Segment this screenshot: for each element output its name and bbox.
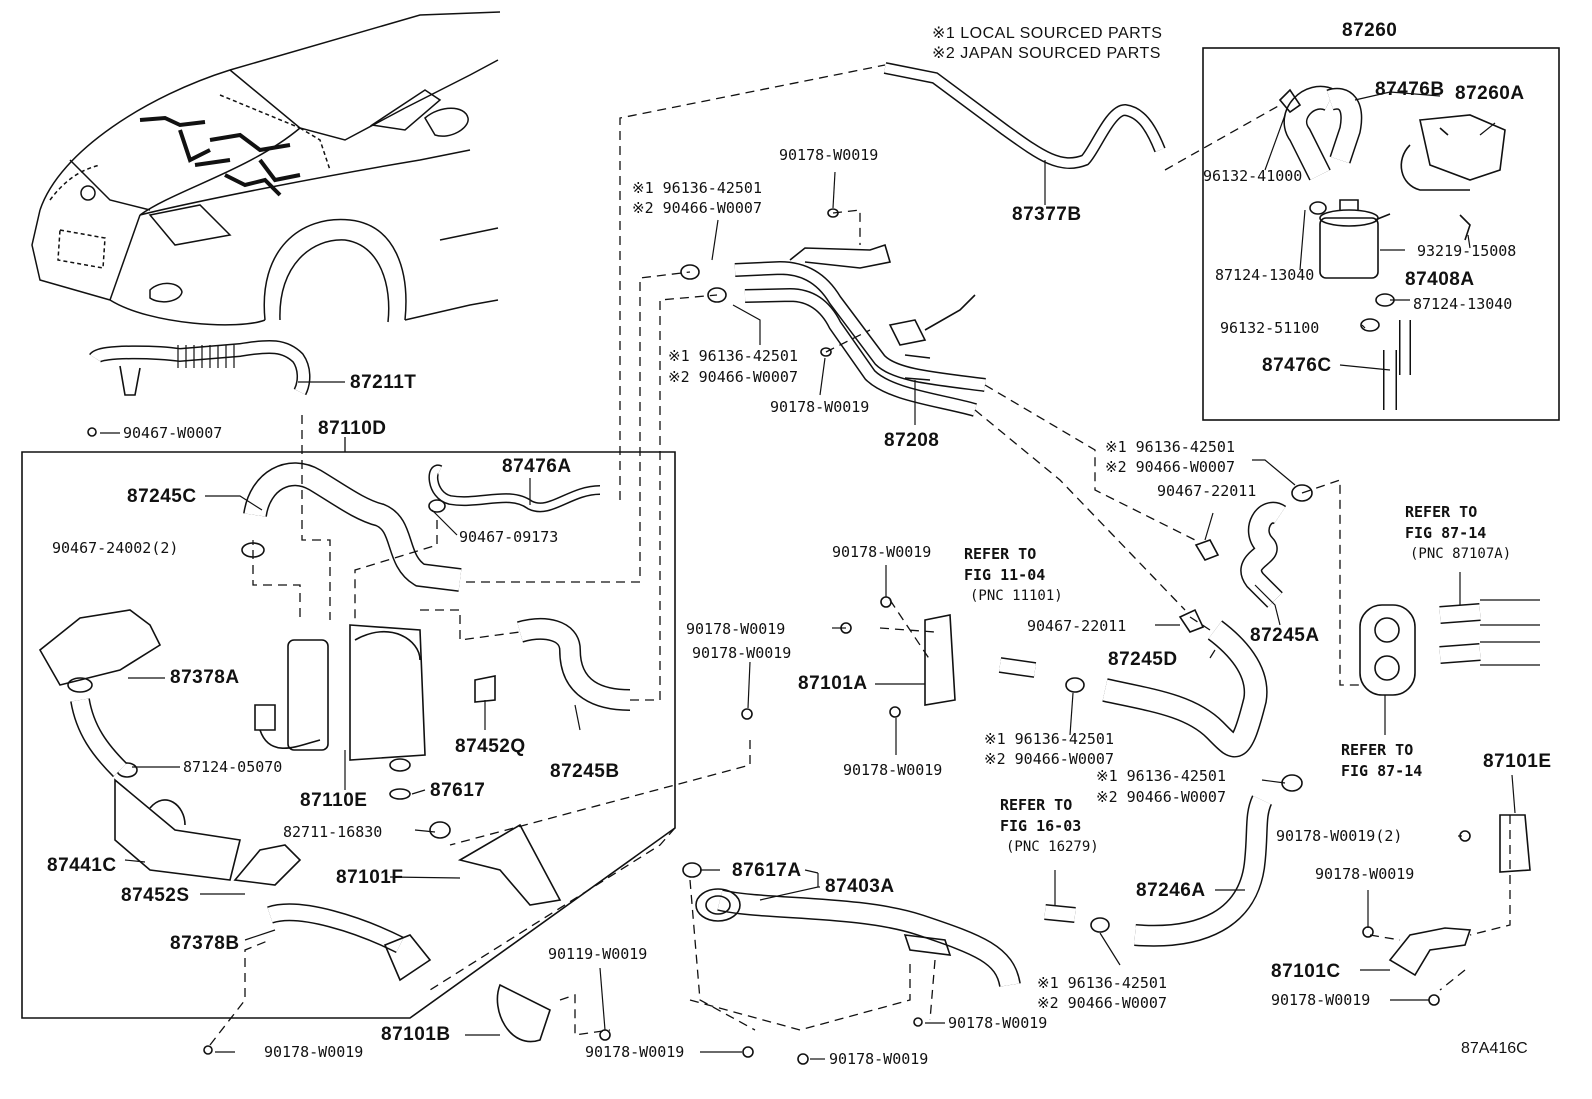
parts-87260	[1278, 85, 1506, 410]
refer-fig-87-14-a-line1: REFER TO	[1405, 503, 1478, 521]
refer-fig-16-03-line3: (PNC 16279)	[1006, 839, 1099, 855]
label-87101F: 87101F	[336, 867, 404, 888]
label-90466-W0007-d: ※2 90466-W0007	[984, 750, 1114, 768]
dashed-connectors	[209, 64, 1511, 1046]
label-96136-42501-b: ※1 96136-42501	[668, 347, 798, 365]
label-87452Q: 87452Q	[455, 736, 526, 757]
label-90466-W0007-b: ※2 90466-W0007	[668, 368, 798, 386]
leader-lines	[100, 91, 1516, 1060]
hose-87377B	[883, 62, 1166, 170]
label-87476A: 87476A	[502, 456, 572, 477]
label-87211T: 87211T	[350, 372, 417, 393]
label-90178-W0019-b: 90178-W0019	[770, 398, 870, 416]
label-96136-42501-c: ※1 96136-42501	[1105, 438, 1235, 456]
label-90178-W0019-g: 90178-W0019	[1315, 865, 1415, 883]
frame-87110D	[21, 451, 676, 1019]
label-87124-13040-upper: 87124-13040	[1215, 266, 1315, 284]
label-82711-16830: 82711-16830	[283, 823, 383, 841]
label-90178-W0019-i: 90178-W0019	[948, 1014, 1048, 1032]
label-87476C: 87476C	[1262, 355, 1332, 376]
refer-fig-87-14-a-line2: FIG 87-14	[1405, 524, 1487, 542]
label-87124-13040-lower: 87124-13040	[1413, 295, 1513, 313]
label-87452S: 87452S	[121, 885, 190, 906]
refer-fig-11-04-line1: REFER TO	[964, 545, 1037, 563]
label-87245C: 87245C	[127, 486, 197, 507]
label-90178-W0019-c: 90178-W0019	[832, 543, 932, 561]
label-87110D: 87110D	[318, 418, 387, 439]
label-93219-15008: 93219-15008	[1417, 242, 1517, 260]
label-90467-09173: 90467-09173	[459, 528, 559, 546]
label-96132-41000: 96132-41000	[1203, 167, 1303, 185]
label-90466-W0007-e: ※2 90466-W0007	[1096, 788, 1226, 806]
label-87260A: 87260A	[1455, 83, 1525, 104]
label-90178-W0019-k: 90178-W0019	[585, 1043, 685, 1061]
label-90178-W0019-f: 90178-W0019	[843, 761, 943, 779]
label-87617A: 87617A	[732, 860, 802, 881]
label-90178-W0019-h: 90178-W0019	[1271, 991, 1371, 1009]
frame-87260	[1202, 47, 1560, 421]
figure-code: 87A416C	[1461, 1040, 1528, 1057]
label-87260: 87260	[1342, 20, 1398, 41]
label-90466-W0007-c: ※2 90466-W0007	[1105, 458, 1235, 476]
label-87110E: 87110E	[300, 790, 368, 811]
label-87101C: 87101C	[1271, 961, 1341, 982]
hoses-87110D	[38, 462, 631, 982]
label-90467-W0007: 90467-W0007	[123, 424, 223, 442]
label-96136-42501-f: ※1 96136-42501	[1037, 974, 1167, 992]
label-90178-W0019-e: 90178-W0019	[692, 644, 792, 662]
label-90178-W0019-2: 90178-W0019(2)	[1276, 827, 1403, 845]
label-90178-W0019-j: 90178-W0019	[264, 1043, 364, 1061]
label-87208: 87208	[884, 430, 940, 451]
label-87378B: 87378B	[170, 933, 240, 954]
label-87245D: 87245D	[1108, 649, 1178, 670]
refer-fig-16-03-line1: REFER TO	[1000, 796, 1073, 814]
clamps	[116, 208, 1313, 933]
label-87476B: 87476B	[1375, 79, 1445, 100]
label-87377B: 87377B	[1012, 204, 1082, 225]
label-96132-51100: 96132-51100	[1220, 319, 1320, 337]
label-90178-W0019-l: 90178-W0019	[829, 1050, 929, 1068]
hose-87211T	[87, 339, 311, 437]
label-87101E: 87101E	[1483, 751, 1552, 772]
label-90178-W0019-d: 90178-W0019	[686, 620, 786, 638]
label-87245B: 87245B	[550, 761, 620, 782]
label-87101A: 87101A	[798, 673, 868, 694]
refer-fig-87-14-b-line2: FIG 87-14	[1341, 762, 1423, 780]
label-87408A: 87408A	[1405, 269, 1475, 290]
label-90119-W0019: 90119-W0019	[548, 945, 648, 963]
vehicle-outline	[31, 11, 501, 326]
refer-fig-87-14-b-line1: REFER TO	[1341, 741, 1414, 759]
label-90178-W0019-top: 90178-W0019	[779, 146, 879, 164]
label-87101B: 87101B	[381, 1024, 451, 1045]
label-96136-42501-d: ※1 96136-42501	[984, 730, 1114, 748]
label-90467-24002: 90467-24002(2)	[52, 539, 179, 557]
label-87403A: 87403A	[825, 876, 895, 897]
pipe-87208	[734, 243, 986, 417]
label-90467-22011-b: 90467-22011	[1027, 617, 1127, 635]
refer-fig-87-14-a-line3: (PNC 87107A)	[1410, 546, 1512, 562]
label-87245A: 87245A	[1250, 625, 1320, 646]
label-96136-42501-e: ※1 96136-42501	[1096, 767, 1226, 785]
refer-fig-16-03-line2: FIG 16-03	[1000, 817, 1082, 835]
label-90467-22011-a: 90467-22011	[1157, 482, 1257, 500]
label-87124-05070: 87124-05070	[183, 758, 283, 776]
label-90466-W0007-f: ※2 90466-W0007	[1037, 994, 1167, 1012]
label-87441C: 87441C	[47, 855, 117, 876]
refer-fig-11-04-line2: FIG 11-04	[964, 566, 1046, 584]
note-local-sourced: ※1 LOCAL SOURCED PARTS	[932, 25, 1163, 42]
refer-fig-11-04-line3: (PNC 11101)	[970, 588, 1063, 604]
label-87246A: 87246A	[1136, 880, 1206, 901]
hoses-right	[496, 501, 1540, 1043]
label-87378A: 87378A	[170, 667, 240, 688]
note-japan-sourced: ※2 JAPAN SOURCED PARTS	[932, 45, 1161, 62]
label-96136-42501-a: ※1 96136-42501	[632, 179, 762, 197]
label-87617: 87617	[430, 780, 486, 801]
label-90466-W0007-a: ※2 90466-W0007	[632, 199, 762, 217]
